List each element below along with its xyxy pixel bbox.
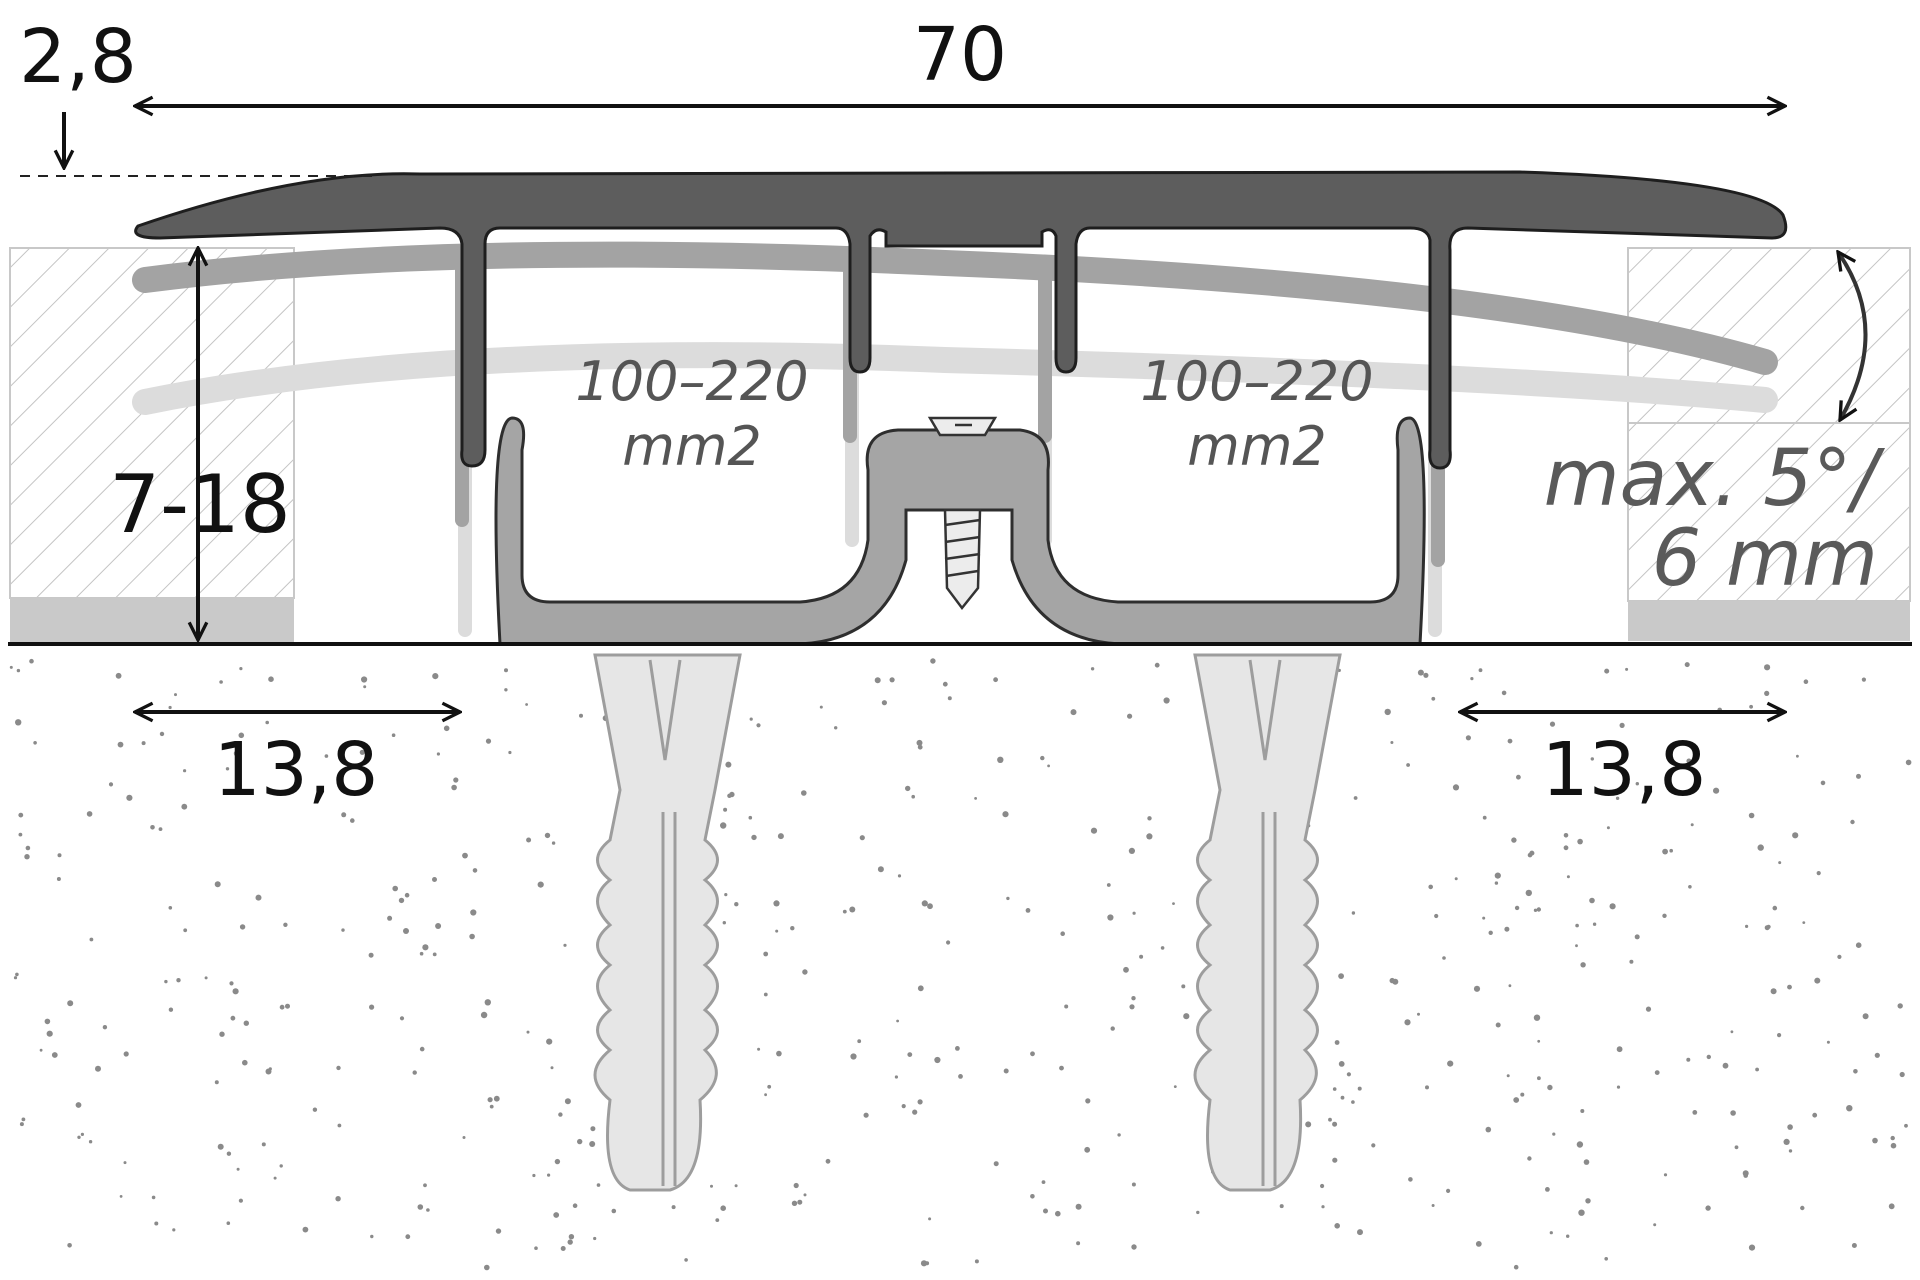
dowel-left [593,653,742,1192]
tolerance-height-label: 6 mm [1652,514,1878,604]
top-profile [134,170,1788,470]
width-label: 70 [913,12,1007,98]
height-label: 7-18 [109,458,291,551]
cavity-left-unit: mm2 [622,415,762,478]
right-overlap-label: 13,8 [1542,727,1707,813]
base-profile [494,416,1426,646]
screw [927,416,998,611]
cavity-right-unit: mm2 [1187,415,1327,478]
left-floor-covering [9,247,295,642]
left-overlap-label: 13,8 [214,727,379,813]
dowel-right [1193,653,1342,1192]
tolerance-arrow [1838,252,1868,420]
cavity-right-area: 100–220 [1140,350,1373,413]
subfloor-concrete [9,658,1912,1271]
cavity-left-area: 100–220 [575,350,808,413]
tolerance-angle-label: max. 5°/ [1544,434,1886,524]
thickness-label: 2,8 [19,14,137,100]
